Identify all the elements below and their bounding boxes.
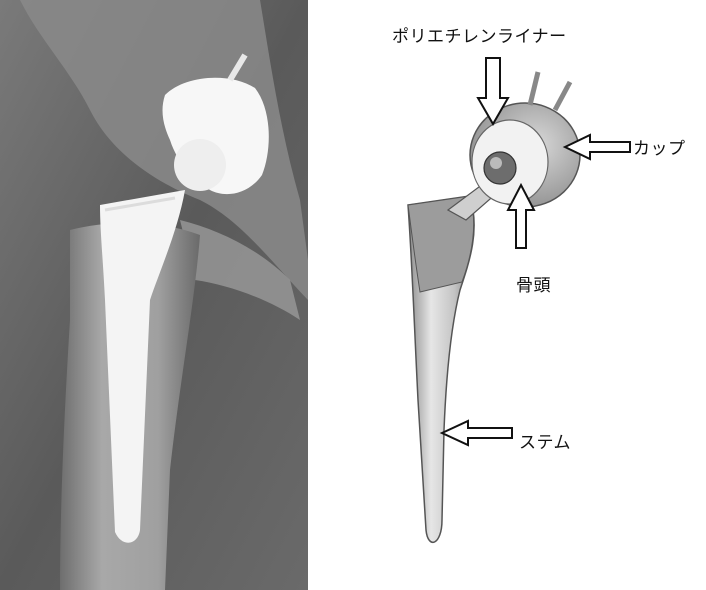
implant-illustration — [320, 0, 706, 590]
xray-femoral-head — [174, 139, 226, 191]
cup-screw — [530, 72, 538, 105]
cup-label: カップ — [633, 134, 686, 159]
cup-screw — [555, 82, 570, 110]
stem-label: ステム — [519, 428, 571, 453]
stem-arrow — [442, 421, 512, 445]
hip-xray-image — [0, 0, 308, 590]
femoral-head — [484, 152, 516, 184]
liner-label: ポリエチレンライナー — [392, 22, 567, 47]
femoral-head-label: 骨頭 — [516, 271, 551, 296]
